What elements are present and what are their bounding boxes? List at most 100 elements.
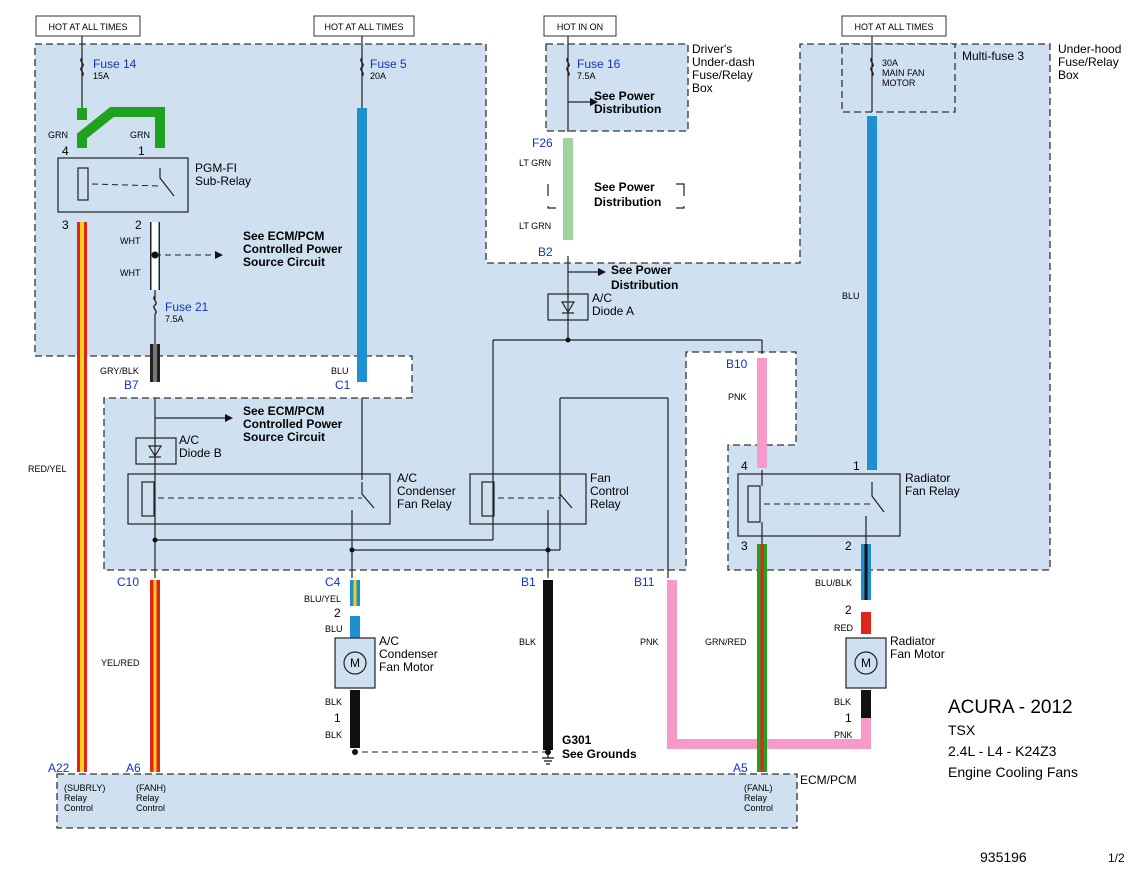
radiator-fan-relay (737, 473, 901, 537)
vehicle-model: TSX (948, 722, 976, 738)
multifuse-title: Multi-fuse 3 (962, 49, 1024, 63)
pin-2: 2 (135, 218, 142, 232)
hot-label-2: HOT AT ALL TIMES (324, 22, 403, 32)
relay-pin-3: 3 (741, 539, 748, 553)
hot-label-1: HOT AT ALL TIMES (48, 22, 127, 32)
pgmfi-sub-relay (57, 157, 189, 213)
ac-diode-a (547, 293, 589, 321)
fuse5-name: Fuse 5 (370, 57, 407, 71)
devices (57, 98, 901, 765)
fuse21-name: Fuse 21 (165, 300, 209, 314)
connector-b10: B10 (726, 357, 748, 371)
dash-box (545, 43, 689, 132)
multi-fuse-box (841, 43, 956, 113)
page-number: 1/2 (1108, 851, 1125, 865)
relay-pin-2: 2 (845, 539, 852, 553)
connector-b2: B2 (538, 245, 553, 259)
ecm-title: ECM/PCM (800, 773, 857, 787)
pin-3: 3 (62, 218, 69, 232)
relay-pin-4: 4 (741, 459, 748, 473)
fuse16-name: Fuse 16 (577, 57, 621, 71)
wire-label-red-yel: RED/YEL (28, 464, 67, 474)
connector-b7: B7 (124, 378, 139, 392)
connector-a6: A6 (126, 761, 141, 775)
vehicle-engine: 2.4L - L4 - K24Z3 (948, 743, 1057, 759)
wire-label-blu-blk: BLU/BLK (815, 578, 852, 588)
connector-c10: C10 (117, 575, 139, 589)
connector-f26: F26 (532, 136, 553, 150)
wire-label-blk-motor2: BLK (325, 730, 342, 740)
fuse-relay-boxes (34, 43, 1051, 829)
connector-c1: C1 (335, 378, 351, 392)
wire-label-grn-left: GRN (48, 130, 68, 140)
wire-label-grn-red: GRN/RED (705, 637, 747, 647)
fan-control-relay (469, 473, 587, 525)
wire-label-lt-grn-top: LT GRN (519, 158, 551, 168)
wire-label-pnk-b11: PNK (640, 637, 659, 647)
wire-label-wht-top: WHT (120, 236, 141, 246)
vehicle-make-year: ACURA - 2012 (948, 697, 1073, 718)
wire-label-blu-motor: BLU (325, 624, 343, 634)
wire-label-blu-yel: BLU/YEL (304, 594, 341, 604)
hot-in-on-label: HOT IN ON (557, 22, 603, 32)
wire-label-red: RED (834, 623, 854, 633)
vehicle-system: Engine Cooling Fans (948, 764, 1078, 780)
wire-pnk-b11 (667, 580, 871, 749)
connector-a5: A5 (733, 761, 748, 775)
fuse-symbols (80, 57, 874, 344)
fuse5-rating: 20A (370, 71, 386, 81)
wire-grn (77, 107, 165, 148)
supply-headers: HOT AT ALL TIMES HOT AT ALL TIMES HOT IN… (35, 15, 947, 44)
wire-label-blu-right: BLU (842, 291, 860, 301)
wire-label-blk-rad: BLK (834, 697, 851, 707)
wire-label-pnk-b10: PNK (728, 392, 747, 402)
fuse14-name: Fuse 14 (93, 57, 137, 71)
ac-condenser-fan-relay (127, 473, 391, 525)
pin-1: 1 (138, 144, 145, 158)
fuse21-rating: 7.5A (165, 314, 184, 324)
connector-a22: A22 (48, 761, 70, 775)
ac-motor-symbol: M (350, 656, 360, 670)
wire-label-wht-bottom: WHT (120, 268, 141, 278)
doc-id: 935196 (980, 849, 1027, 865)
wire-label-blu-c1: BLU (331, 366, 349, 376)
motor-pin-2: 2 (334, 606, 341, 620)
hot-label-4: HOT AT ALL TIMES (854, 22, 933, 32)
ac-diode-b (135, 437, 177, 465)
wire-label-blk-motor1: BLK (325, 697, 342, 707)
wire-label-grn-right: GRN (130, 130, 150, 140)
harness-wires (77, 107, 877, 772)
wire-label-gry-blk: GRY/BLK (100, 366, 139, 376)
wire-label-lt-grn-bottom: LT GRN (519, 221, 551, 231)
relay-pin-1: 1 (853, 459, 860, 473)
fuse14-rating: 15A (93, 71, 109, 81)
rad-motor-pin-2: 2 (845, 603, 852, 617)
motor-pin-1: 1 (334, 711, 341, 725)
connector-b11: B11 (634, 575, 655, 589)
ecm-box (56, 773, 798, 829)
wire-label-yel-red: YEL/RED (101, 658, 140, 668)
rad-motor-symbol: M (861, 656, 871, 670)
rad-motor-pin-1: 1 (845, 711, 852, 725)
pin-4: 4 (62, 144, 69, 158)
